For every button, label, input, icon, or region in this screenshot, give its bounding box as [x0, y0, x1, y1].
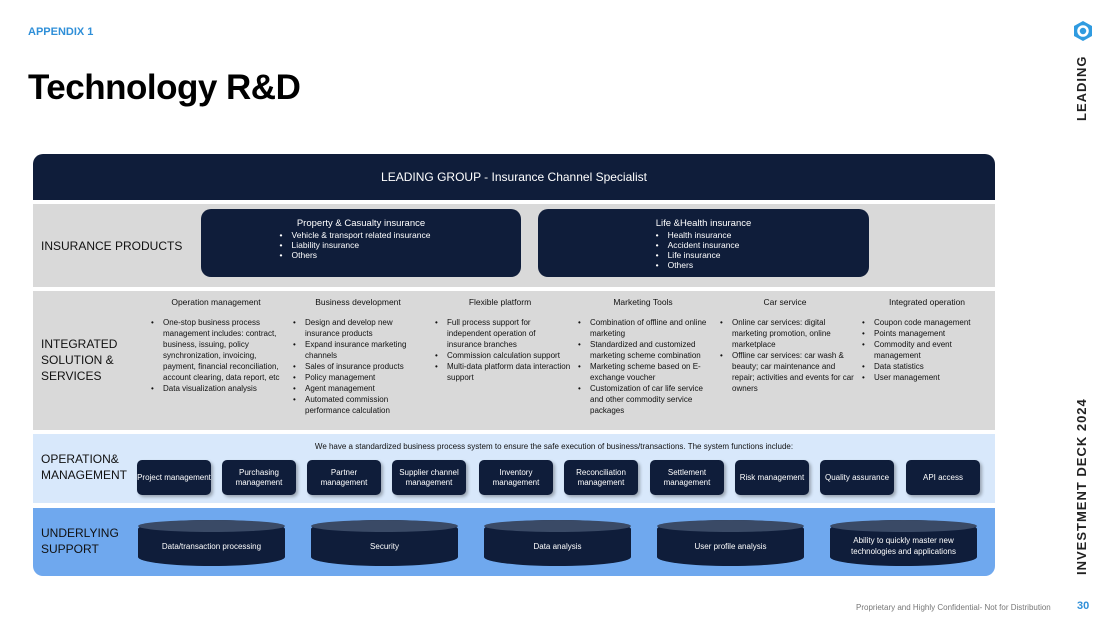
function-box: Quality assurance: [820, 460, 894, 495]
support-cylinder: Data analysis: [484, 520, 631, 566]
support-label: User profile analysis: [694, 541, 767, 551]
function-box: Supplier channel management: [392, 460, 466, 495]
appendix-label: APPENDIX 1: [28, 26, 94, 38]
column-item: Sales of insurance products: [305, 361, 429, 372]
operation-management-row: OPERATION& MANAGEMENT We have a standard…: [33, 434, 995, 503]
column-item: Full process support for independent ope…: [447, 317, 571, 350]
confidential-footer: Proprietary and Highly Confidential- Not…: [856, 603, 1051, 612]
solution-column: Integrated operationCoupon code manageme…: [856, 297, 998, 383]
column-item: Agent management: [305, 383, 429, 394]
column-item: Marketing scheme based on E-exchange vou…: [590, 361, 714, 383]
product-item: Others: [668, 260, 740, 270]
product-item: Liability insurance: [292, 240, 431, 250]
product-item: Others: [292, 250, 431, 260]
insurance-products-row: INSURANCE PRODUCTS Property & Casualty i…: [33, 204, 995, 287]
support-cylinder: Ability to quickly master new technologi…: [830, 520, 977, 566]
column-item: Standardized and customized marketing sc…: [590, 339, 714, 361]
solution-column: Flexible platformFull process support fo…: [429, 297, 571, 383]
column-item: One-stop business process management inc…: [163, 317, 287, 383]
column-item: Data statistics: [874, 361, 998, 372]
product-item: Health insurance: [668, 230, 740, 240]
integrated-solutions-row: INTEGRATED SOLUTION & SERVICES Operation…: [33, 291, 995, 430]
column-title: Marketing Tools: [613, 297, 673, 307]
column-item: Coupon code management: [874, 317, 998, 328]
solution-column: Operation managementOne-stop business pr…: [145, 297, 287, 394]
column-title: Integrated operation: [888, 297, 966, 307]
product-item: Vehicle & transport related insurance: [292, 230, 431, 240]
leading-logo-icon: [1074, 21, 1092, 41]
group-banner: LEADING GROUP - Insurance Channel Specia…: [33, 154, 995, 200]
row-label: UNDERLYING SUPPORT: [41, 526, 119, 556]
function-box: Settlement management: [650, 460, 724, 495]
column-title: Car service: [763, 297, 807, 307]
operation-note: We have a standardized business process …: [314, 442, 794, 451]
support-cylinder: Security: [311, 520, 458, 566]
product-item: Life insurance: [668, 250, 740, 260]
column-item: User management: [874, 372, 998, 383]
brand-name: LEADING: [1074, 55, 1089, 122]
support-label: Security: [370, 541, 399, 551]
column-item: Policy management: [305, 372, 429, 383]
solution-column: Marketing ToolsCombination of offline an…: [572, 297, 714, 416]
column-item: Design and develop new insurance product…: [305, 317, 429, 339]
column-title: Business development: [315, 297, 401, 307]
product-title: Property & Casualty insurance: [296, 218, 426, 229]
function-box: Purchasing management: [222, 460, 296, 495]
support-label: Data analysis: [533, 541, 582, 551]
column-item: Online car services: digital marketing p…: [732, 317, 856, 350]
function-box: Project management: [137, 460, 211, 495]
solution-column: Business developmentDesign and develop n…: [287, 297, 429, 416]
page-number: 30: [1077, 600, 1090, 612]
column-item: Points management: [874, 328, 998, 339]
function-box: Partner management: [307, 460, 381, 495]
product-box-pc: Property & Casualty insurance Vehicle & …: [201, 209, 521, 277]
support-cylinder: User profile analysis: [657, 520, 804, 566]
deck-title: INVESTMENT DECK 2024: [1074, 398, 1089, 575]
product-title: Life &Health insurance: [655, 218, 752, 229]
underlying-support-row: UNDERLYING SUPPORT Data/transaction proc…: [33, 508, 995, 576]
support-label: Ability to quickly master new technologi…: [851, 536, 956, 556]
column-item: Offline car services: car wash & beauty;…: [732, 350, 856, 394]
function-box: Risk management: [735, 460, 809, 495]
support-label: Data/transaction processing: [161, 541, 262, 551]
column-item: Combination of offline and online market…: [590, 317, 714, 339]
support-cylinder: Data/transaction processing: [138, 520, 285, 566]
row-label: INSURANCE PRODUCTS: [41, 239, 183, 253]
column-title: Flexible platform: [468, 297, 532, 307]
solution-column: Car serviceOnline car services: digital …: [714, 297, 856, 394]
column-item: Customization of car life service and ot…: [590, 383, 714, 416]
function-box: Inventory management: [479, 460, 553, 495]
column-item: Commodity and event management: [874, 339, 998, 361]
column-item: Data visualization analysis: [163, 383, 287, 394]
page-title: Technology R&D: [28, 68, 301, 107]
column-item: Expand insurance marketing channels: [305, 339, 429, 361]
column-item: Commission calculation support: [447, 350, 571, 361]
product-item: Accident insurance: [668, 240, 740, 250]
column-title: Operation management: [171, 297, 261, 307]
column-item: Automated commission performance calcula…: [305, 394, 429, 416]
function-box: API access: [906, 460, 980, 495]
row-label: OPERATION& MANAGEMENT: [41, 452, 128, 482]
row-label: INTEGRATED SOLUTION & SERVICES: [41, 337, 118, 383]
function-box: Reconciliation management: [564, 460, 638, 495]
column-item: Multi-data platform data interaction sup…: [447, 361, 571, 383]
product-box-life: Life &Health insurance Health insuranceA…: [538, 209, 869, 277]
